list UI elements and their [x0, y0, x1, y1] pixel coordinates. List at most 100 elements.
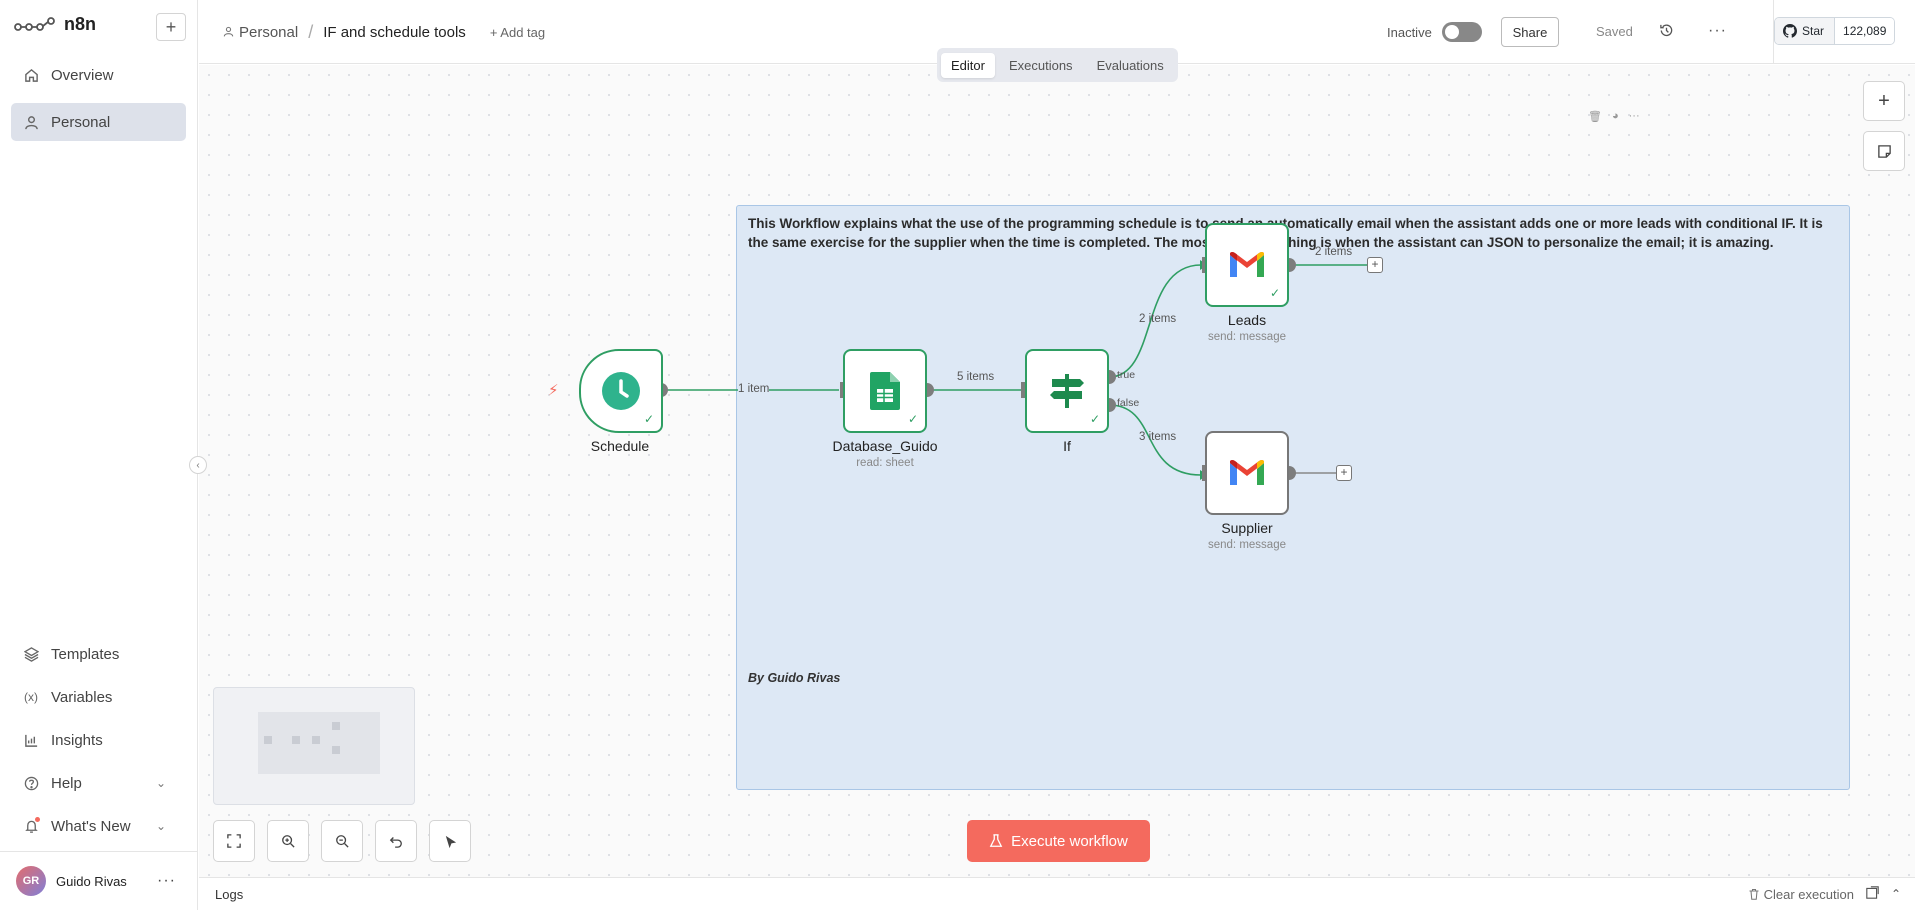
active-toggle-group: Inactive — [1387, 22, 1482, 42]
node-subtitle: send: message — [1208, 331, 1286, 343]
execute-workflow-button[interactable]: Execute workflow — [967, 820, 1150, 862]
more-icon[interactable]: ··· — [1628, 110, 1640, 122]
sidebar-item-templates[interactable]: Templates — [11, 635, 186, 673]
insights-icon — [23, 732, 39, 748]
tab-executions[interactable]: Executions — [1008, 57, 1073, 73]
sidebar-item-label: Overview — [51, 66, 114, 84]
zoom-toolbar — [213, 820, 471, 862]
add-node-button[interactable]: + — [1367, 257, 1383, 273]
notification-dot — [35, 817, 40, 822]
workflow-canvas[interactable]: This Workflow explains what the use of t… — [199, 65, 1915, 877]
zoom-out-button[interactable] — [321, 820, 363, 862]
n8n-logo[interactable]: n8n — [14, 14, 96, 35]
minimap-node — [312, 736, 320, 744]
reset-zoom-button[interactable] — [375, 820, 417, 862]
collapse-sidebar-button[interactable]: ‹ — [189, 456, 207, 474]
add-tag-button[interactable]: + Add tag — [489, 25, 546, 40]
zoom-in-button[interactable] — [267, 820, 309, 862]
sidebar-item-label: Help — [51, 774, 82, 792]
more-icon[interactable]: ··· — [1708, 22, 1727, 39]
edge-label: 2 items — [1315, 246, 1353, 258]
user-icon — [223, 24, 234, 41]
tab-editor[interactable]: Editor — [941, 52, 995, 78]
edge-label: 2 items — [1139, 313, 1177, 325]
signpost-icon — [1050, 374, 1084, 408]
check-icon: ✓ — [1089, 412, 1100, 426]
node-leads[interactable]: ✓ — [1205, 223, 1289, 307]
workflow-name[interactable]: IF and schedule tools — [323, 24, 466, 41]
input-port — [840, 382, 845, 398]
edge-label: 5 items — [957, 371, 995, 383]
palette-icon[interactable]: ◕ — [1611, 110, 1619, 122]
pop-out-icon[interactable] — [1866, 886, 1879, 902]
sidebar: n8n + Overview Personal Templates (x) Va… — [0, 0, 198, 910]
sidebar-item-label: Insights — [51, 731, 103, 749]
sticky-note-add-button[interactable] — [1863, 131, 1905, 171]
minimap-node — [292, 736, 300, 744]
tab-evaluations[interactable]: Evaluations — [1096, 57, 1164, 73]
github-area: Star 122,089 — [1773, 0, 1915, 64]
canvas-right-toolbar: + — [1863, 81, 1905, 171]
add-node-panel-button[interactable]: + — [1863, 81, 1905, 121]
port-label-true: true — [1117, 369, 1136, 381]
clock-icon — [602, 372, 640, 410]
breadcrumb-separator: / — [308, 22, 314, 42]
connection-if-false — [1108, 404, 1202, 476]
breadcrumb-project[interactable]: Personal — [239, 24, 299, 41]
edge-label: 3 items — [1139, 431, 1177, 443]
logs-bar[interactable]: Logs Clear execution ⌃ — [199, 877, 1915, 910]
n8n-logo-icon — [14, 16, 55, 31]
clear-execution-button[interactable]: Clear execution — [1748, 887, 1854, 902]
avatar: GR — [16, 866, 46, 896]
node-label: Schedule — [590, 438, 650, 454]
input-port — [1202, 465, 1207, 481]
node-if[interactable]: ✓ — [1025, 349, 1109, 433]
app-name: n8n — [64, 14, 97, 34]
sticky-note-author: By Guido Rivas — [748, 671, 841, 685]
minimap[interactable] — [213, 687, 415, 805]
sidebar-item-whats-new[interactable]: What's New ⌄ — [11, 807, 186, 845]
sticky-note[interactable]: This Workflow explains what the use of t… — [736, 205, 1850, 790]
zoom-out-icon — [336, 835, 349, 848]
node-label: Database_Guido — [832, 438, 938, 454]
tidy-up-button[interactable] — [429, 820, 471, 862]
node-schedule[interactable]: ✓ — [579, 349, 663, 433]
sidebar-item-insights[interactable]: Insights — [11, 721, 186, 759]
sidebar-item-label: What's New — [51, 817, 131, 835]
active-toggle[interactable] — [1441, 22, 1482, 42]
github-star-label: Star — [1802, 24, 1825, 38]
github-star-count: 122,089 — [1835, 18, 1895, 44]
port-label-false: false — [1117, 397, 1140, 409]
input-port — [1202, 257, 1207, 273]
sidebar-item-label: Templates — [51, 645, 120, 663]
node-supplier[interactable] — [1205, 431, 1289, 515]
more-icon[interactable]: ··· — [157, 872, 176, 889]
sidebar-item-variables[interactable]: (x) Variables — [11, 678, 186, 716]
fit-view-icon — [227, 834, 241, 848]
brush-icon — [445, 835, 456, 848]
share-button[interactable]: Share — [1501, 17, 1559, 47]
create-button[interactable]: + — [156, 13, 186, 41]
node-label: Leads — [1227, 312, 1267, 328]
sticky-note-toolbar: 🗑 ◕ ··· — [1588, 110, 1640, 123]
gmail-icon — [1230, 460, 1264, 485]
home-icon — [23, 67, 39, 83]
check-icon: ✓ — [643, 412, 654, 426]
user-menu[interactable]: GR Guido Rivas ··· — [0, 851, 198, 910]
trigger-bolt-icon: ⚡ — [548, 382, 559, 399]
chevron-up-icon[interactable]: ⌃ — [1890, 887, 1901, 901]
chevron-down-icon: ⌄ — [155, 776, 166, 790]
sidebar-item-overview[interactable]: Overview — [11, 56, 186, 94]
github-star-button[interactable]: Star 122,089 — [1774, 17, 1896, 45]
history-icon[interactable] — [1659, 23, 1674, 41]
user-icon — [23, 114, 39, 130]
minimap-node — [332, 746, 340, 754]
add-node-button[interactable]: + — [1336, 465, 1352, 481]
help-icon — [23, 775, 39, 791]
fit-view-button[interactable] — [213, 820, 255, 862]
node-database-guido[interactable]: ✓ — [843, 349, 927, 433]
sidebar-item-personal[interactable]: Personal — [11, 103, 186, 141]
sidebar-item-help[interactable]: Help ⌄ — [11, 764, 186, 802]
status-label: Inactive — [1387, 24, 1432, 40]
trash-icon[interactable]: 🗑 — [1588, 111, 1602, 123]
